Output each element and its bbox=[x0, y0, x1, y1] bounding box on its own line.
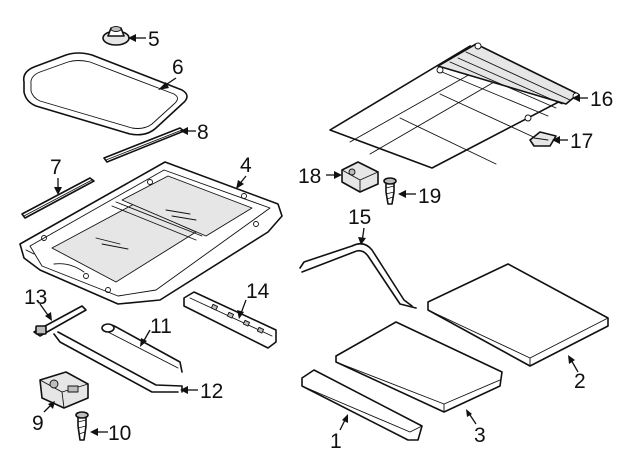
part-14-bracket bbox=[183, 291, 277, 349]
svg-text:1: 1 bbox=[330, 430, 342, 453]
callout-13: 13 bbox=[24, 286, 52, 321]
svg-text:7: 7 bbox=[50, 156, 62, 179]
svg-text:10: 10 bbox=[108, 422, 131, 445]
part-3-panel bbox=[335, 321, 503, 413]
callout-10: 10 bbox=[90, 422, 131, 445]
callout-19: 19 bbox=[398, 185, 441, 208]
part-18-motor bbox=[341, 161, 379, 193]
callout-4: 4 bbox=[236, 154, 252, 189]
part-7-trim-strip bbox=[21, 177, 95, 219]
svg-text:2: 2 bbox=[574, 370, 586, 393]
part-2-panel bbox=[427, 263, 609, 367]
callout-16: 16 bbox=[572, 88, 613, 111]
callout-5: 5 bbox=[128, 28, 160, 51]
callout-12: 12 bbox=[180, 380, 223, 403]
svg-text:13: 13 bbox=[24, 286, 47, 309]
part-15-cable bbox=[299, 242, 417, 309]
svg-text:19: 19 bbox=[418, 185, 441, 208]
svg-text:14: 14 bbox=[246, 280, 270, 303]
callout-14: 14 bbox=[237, 280, 270, 319]
callout-8: 8 bbox=[180, 121, 209, 144]
svg-text:9: 9 bbox=[32, 412, 44, 435]
svg-text:18: 18 bbox=[298, 165, 321, 188]
part-17-pad bbox=[529, 131, 557, 147]
callout-15: 15 bbox=[348, 206, 371, 245]
callout-1: 1 bbox=[330, 414, 348, 453]
part-11-cable bbox=[101, 323, 183, 373]
svg-text:16: 16 bbox=[590, 88, 613, 111]
callout-11: 11 bbox=[140, 315, 172, 347]
svg-text:6: 6 bbox=[172, 56, 184, 79]
part-6-glass-seal bbox=[22, 52, 188, 136]
callout-3: 3 bbox=[466, 409, 486, 447]
svg-text:3: 3 bbox=[474, 424, 486, 447]
callout-6: 6 bbox=[158, 56, 184, 90]
part-13-clip bbox=[33, 305, 87, 337]
callout-2: 2 bbox=[568, 355, 586, 393]
svg-text:17: 17 bbox=[570, 130, 593, 153]
callout-7: 7 bbox=[50, 156, 62, 195]
svg-text:12: 12 bbox=[200, 380, 223, 403]
callout-18: 18 bbox=[298, 165, 342, 188]
part-5-nut bbox=[102, 26, 130, 46]
svg-text:15: 15 bbox=[348, 206, 371, 229]
svg-text:11: 11 bbox=[150, 315, 172, 338]
callout-17: 17 bbox=[552, 130, 593, 153]
part-19-screw bbox=[383, 177, 397, 205]
svg-text:8: 8 bbox=[197, 121, 209, 144]
part-1-front-trim bbox=[301, 369, 423, 441]
svg-text:5: 5 bbox=[148, 28, 160, 51]
part-10-screw bbox=[75, 411, 89, 441]
part-9-motor bbox=[39, 371, 89, 409]
callout-9: 9 bbox=[32, 401, 55, 435]
part-4-sunroof-frame bbox=[19, 161, 283, 305]
part-16-sunshade bbox=[329, 42, 580, 169]
svg-text:4: 4 bbox=[240, 154, 252, 177]
